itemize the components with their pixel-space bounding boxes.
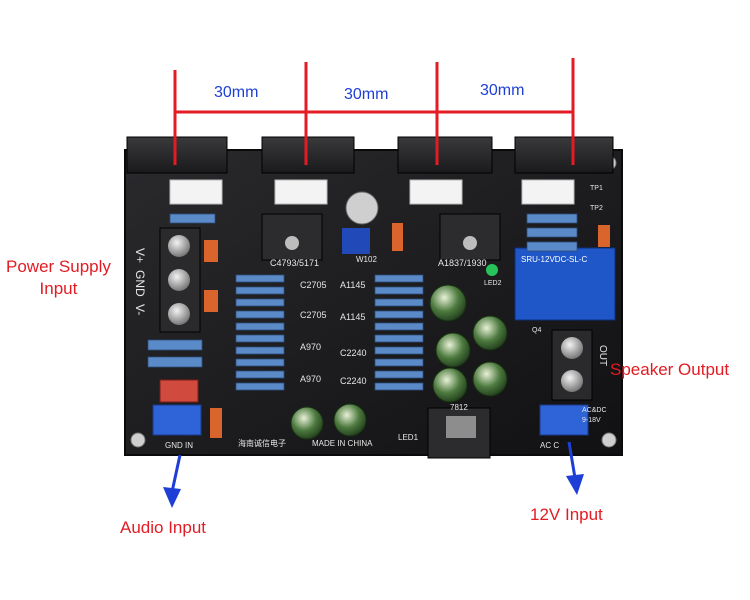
label-out: OUT bbox=[597, 345, 608, 366]
label-ac-c: AC C bbox=[540, 441, 559, 450]
label-led1: LED1 bbox=[398, 433, 419, 442]
small-parts bbox=[159, 223, 610, 438]
label-c4793: C4793/5171 bbox=[270, 258, 319, 268]
twelve-v-input-label: 12V Input bbox=[530, 505, 603, 524]
label-q4: Q4 bbox=[532, 327, 541, 334]
label-gnd-in: GND IN bbox=[165, 441, 193, 450]
label-w102: W102 bbox=[356, 255, 377, 264]
terminal-blocks bbox=[152, 227, 593, 436]
input-arrows bbox=[163, 441, 584, 508]
silkscreen-text: V+ GND V- C4793/5171 A1837/1930 SRU-12VD… bbox=[133, 185, 608, 450]
label-tp2: TP2 bbox=[590, 205, 603, 212]
label-tp1: TP1 bbox=[590, 185, 603, 192]
label-c2240b: C2240 bbox=[340, 376, 367, 386]
capacitors bbox=[290, 191, 508, 440]
resistor-arrays bbox=[147, 213, 578, 391]
label-relay: SRU-12VDC-SL-C bbox=[521, 255, 587, 264]
label-a970b: A970 bbox=[300, 374, 321, 384]
label-a1837: A1837/1930 bbox=[438, 258, 487, 268]
audio-input-label: Audio Input bbox=[120, 518, 207, 537]
label-a970a: A970 bbox=[300, 342, 321, 352]
driver-transistors bbox=[261, 213, 501, 459]
label-led2: LED2 bbox=[484, 280, 502, 287]
label-c2705a: C2705 bbox=[300, 280, 327, 290]
label-c2240a: C2240 bbox=[340, 348, 367, 358]
label-c2705b: C2705 bbox=[300, 310, 327, 320]
label-9-18v: 9-18V bbox=[582, 417, 601, 424]
label-gnd: GND bbox=[133, 270, 147, 297]
label-vplus: V+ bbox=[133, 248, 147, 263]
relay bbox=[514, 247, 616, 321]
label-7812: 7812 bbox=[450, 403, 468, 412]
label-made-in: MADE IN CHINA bbox=[312, 439, 373, 448]
dimension-label-1: 30mm bbox=[214, 84, 259, 101]
label-a1145b: A1145 bbox=[340, 312, 365, 322]
dimension-label-2: 30mm bbox=[344, 86, 389, 103]
dimension-label-3: 30mm bbox=[480, 82, 525, 99]
label-vminus: V- bbox=[133, 304, 147, 315]
power-transistors bbox=[126, 136, 614, 205]
label-ac-dc: AC&DC bbox=[582, 407, 607, 414]
speaker-output-label: Speaker Output bbox=[610, 360, 730, 379]
label-chinese: 海南诚信电子 bbox=[238, 438, 286, 448]
label-a1145a: A1145 bbox=[340, 280, 365, 290]
dimension-lines bbox=[173, 58, 575, 165]
power-supply-input-label: Power Supply Input bbox=[6, 257, 111, 298]
